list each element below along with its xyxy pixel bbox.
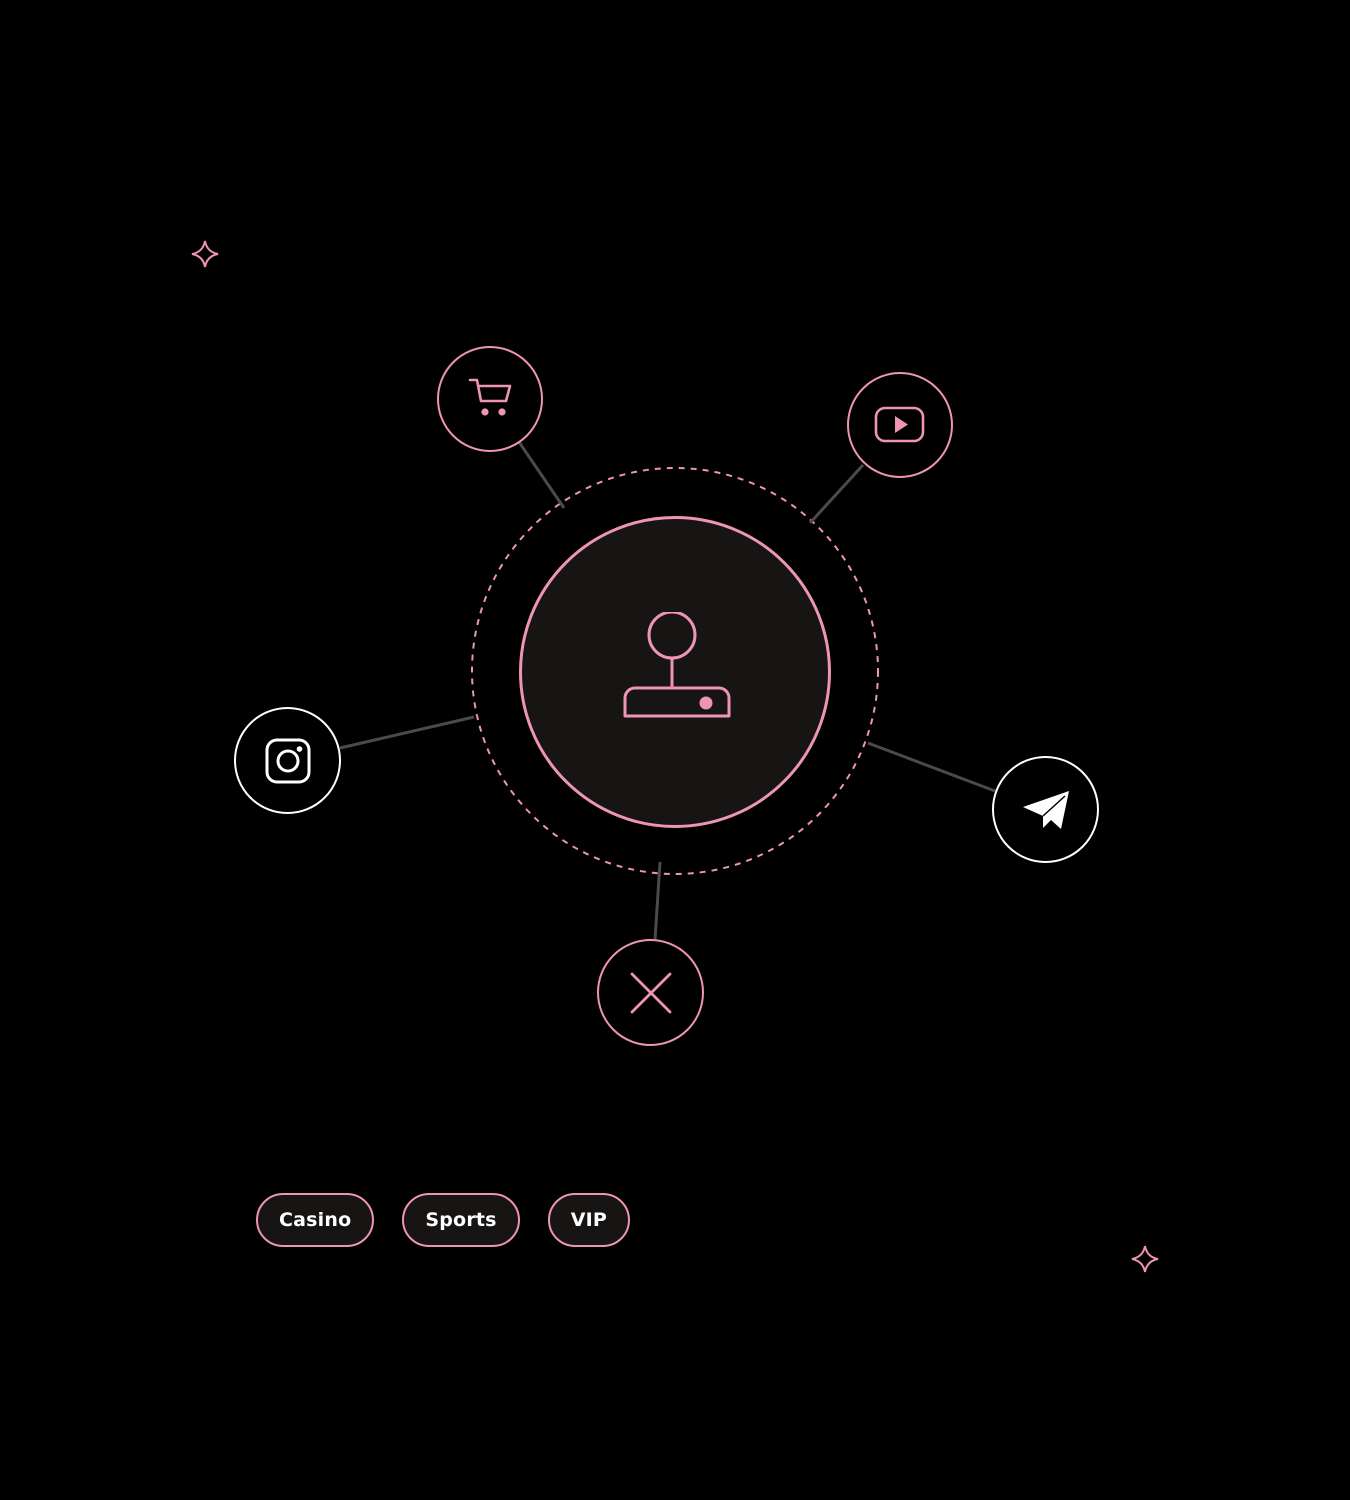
connector-youtube [808,463,865,525]
youtube-icon [874,406,925,443]
connector-cart [517,441,566,509]
connector-x [653,861,662,941]
sparkle-icon [1131,1245,1159,1273]
cart-node[interactable] [437,346,543,452]
sparkle-icon [191,240,219,268]
telegram-node[interactable] [992,756,1099,863]
tag-sports[interactable]: Sports [402,1193,520,1247]
instagram-icon [265,738,310,783]
center-hub[interactable] [519,516,831,828]
instagram-node[interactable] [234,707,341,814]
category-tags: Casino Sports VIP [256,1193,630,1247]
connector-instagram [339,715,475,750]
shopping-cart-icon [468,378,512,416]
x-icon [630,972,671,1013]
youtube-node[interactable] [847,372,953,478]
tag-vip[interactable]: VIP [547,1193,630,1247]
joystick-icon [623,612,731,718]
connector-telegram [867,741,996,793]
telegram-icon [1022,790,1069,829]
dashed-orbit [471,467,879,875]
x-node[interactable] [597,939,704,1046]
tag-casino[interactable]: Casino [256,1193,375,1247]
